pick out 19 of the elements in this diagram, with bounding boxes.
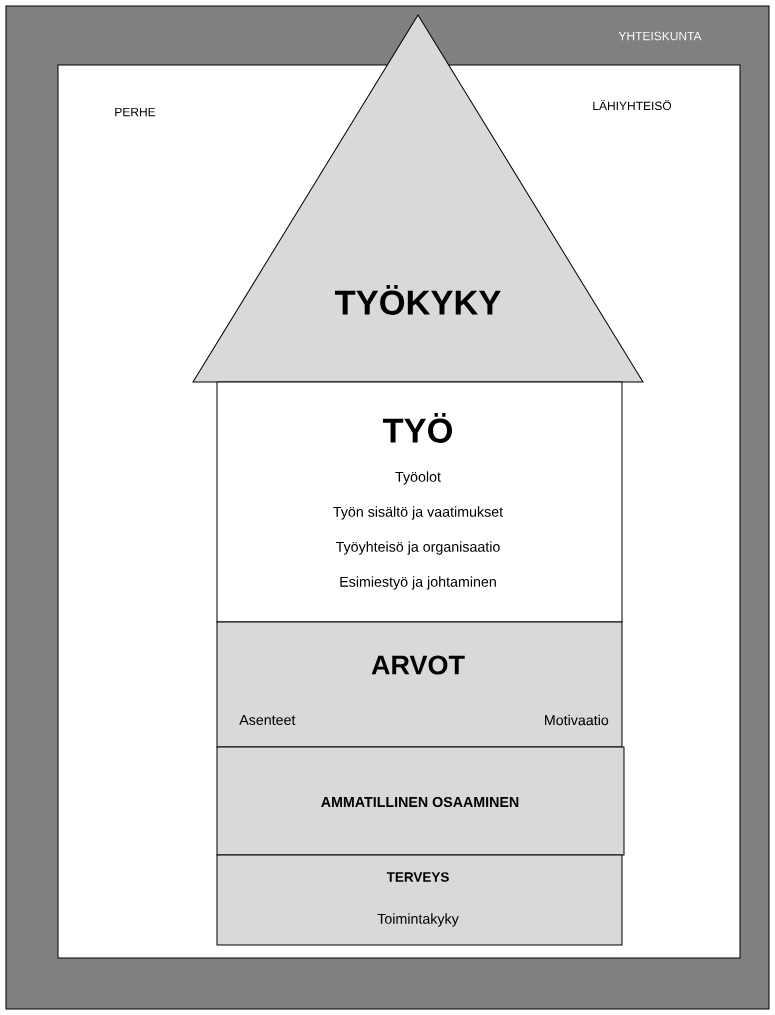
roof-title: TYÖKYKY [335,285,501,315]
area-label: PERHE [115,107,156,117]
band-label: YHTEISKUNTA [618,31,702,41]
floor-box [216,621,623,748]
floor-title: TERVEYS [386,872,449,882]
floor-item: Toimintakyky [377,913,459,927]
floor-title: ARVOT [371,655,465,675]
floor-item: Esimiestyö ja johtaminen [340,576,496,590]
floor-box [216,381,623,623]
floor-title: AMMATILLINEN OSAAMINEN [321,796,519,808]
floor-item: Työyhteisö ja organisaatio [335,541,500,555]
floor-item: Motivaatio [545,714,609,726]
floor-item: Työn sisältö ja vaatimukset [333,506,503,520]
floor-box [216,854,623,946]
floor-item: Työolot [395,471,441,485]
area-label: LÄHIYHTEISÖ [593,99,672,111]
floor-title: TYÖ [382,413,452,443]
floor-item: Asenteet [239,715,296,725]
floor-box [216,746,625,856]
